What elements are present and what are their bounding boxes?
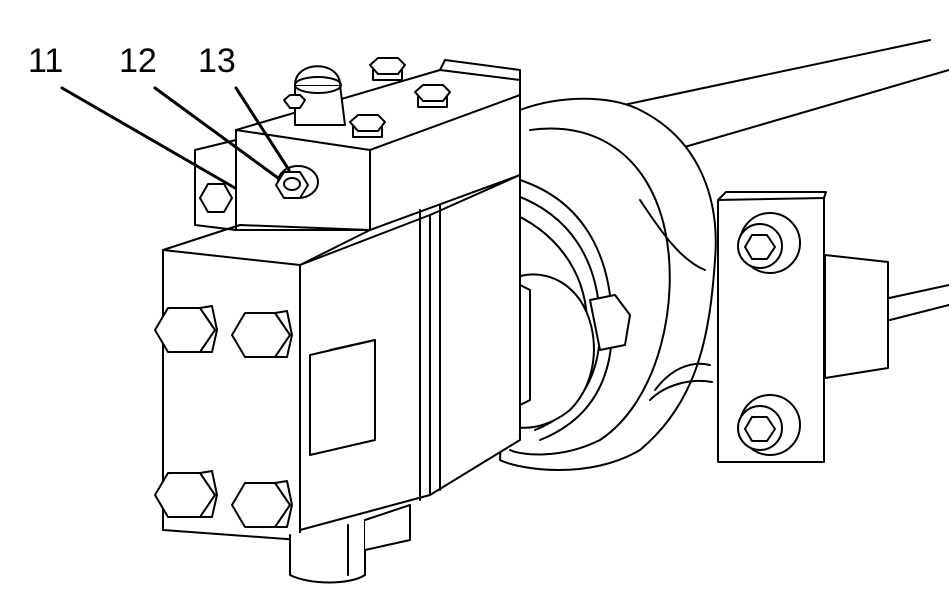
leader-13	[236, 88, 289, 170]
bracket-bolt-bottom	[738, 395, 800, 455]
top-bolts	[284, 58, 450, 137]
leader-11	[62, 88, 235, 188]
plate-bolt-4	[232, 481, 292, 527]
callout-label-11: 11	[28, 42, 64, 80]
callout-label-12: 12	[119, 42, 157, 80]
breather-cap	[295, 66, 345, 125]
plate-bolt-3	[155, 471, 217, 517]
plate-bolt-2	[232, 311, 292, 357]
callout-label-13: 13	[198, 42, 236, 80]
plate-bolt-1	[155, 306, 217, 352]
end-plate-bolts	[155, 306, 292, 527]
leader-12	[155, 88, 278, 178]
bracket-bolt-top	[738, 213, 800, 273]
front-body	[300, 175, 520, 530]
fitting-13	[276, 166, 318, 198]
bottom-port	[290, 505, 410, 583]
leader-lines	[62, 88, 289, 188]
side-bolt-11	[195, 140, 236, 230]
shaft-tube	[600, 40, 949, 320]
right-bracket	[718, 192, 888, 462]
